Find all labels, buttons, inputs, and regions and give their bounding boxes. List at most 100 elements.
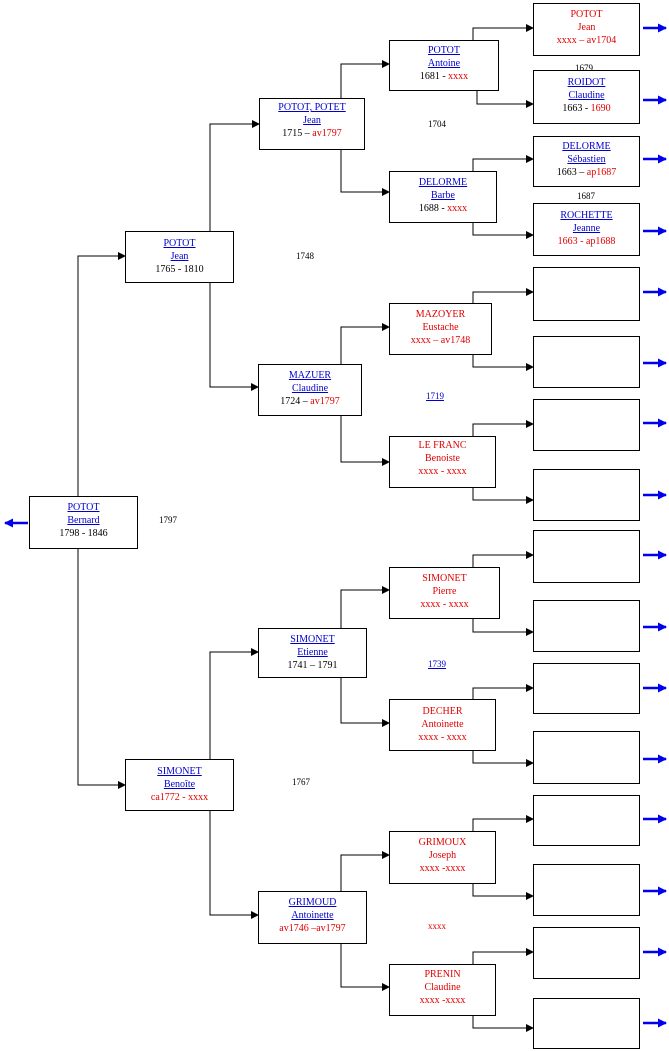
person-box-mother: SIMONET Benoîte ca1772 - xxxx <box>125 759 234 811</box>
person-surname-link[interactable]: POTOT <box>163 238 196 249</box>
person-box-mfm: DECHER Antoinette xxxx - xxxx <box>389 699 496 751</box>
connector <box>472 619 534 636</box>
marriage-year: 1704 <box>428 119 446 129</box>
person-given: Eustache <box>422 322 459 333</box>
person-box-g4-3: DELORME Sébastien 1663 – ap1687 <box>533 136 640 187</box>
person-surname-link[interactable]: ROIDOT <box>567 77 606 88</box>
empty-ancestor-box[interactable] <box>533 469 640 521</box>
person-box-mff: SIMONET Pierre xxxx - xxxx <box>389 567 500 619</box>
person-box-father: POTOT Jean 1765 - 1810 <box>125 231 234 283</box>
person-given: Claudine <box>424 982 461 993</box>
person-given-link[interactable]: Jean <box>303 115 321 126</box>
person-dates: 1663 – ap1687 <box>556 167 617 178</box>
person-box-maternal-grandmother: GRIMOUD Antoinette av1746 –av1797 <box>258 891 367 944</box>
person-dates: xxxx – av1748 <box>410 335 471 346</box>
person-dates: xxxx - xxxx <box>418 732 467 743</box>
connector <box>472 1016 534 1032</box>
empty-ancestor-box[interactable] <box>533 600 640 652</box>
connector <box>340 851 390 891</box>
person-surname-link[interactable]: POTOT <box>427 45 461 56</box>
person-surname-link[interactable]: SIMONET <box>290 634 335 645</box>
person-surname: MAZOYER <box>415 309 466 320</box>
person-dates: 1663 - ap1688 <box>557 236 616 247</box>
person-surname: PRENIN <box>424 969 461 980</box>
person-surname-link[interactable]: POTOT, POTET <box>278 102 346 113</box>
person-dates: xxxx -xxxx <box>419 995 466 1006</box>
connector <box>476 91 534 108</box>
connector <box>340 678 390 727</box>
person-given-link[interactable]: Jeanne <box>572 223 601 234</box>
connector <box>340 416 390 466</box>
person-dates: 1688 - xxxx <box>418 203 468 214</box>
empty-ancestor-box[interactable] <box>533 795 640 846</box>
person-given-link[interactable]: Benoîte <box>163 779 196 790</box>
connector <box>472 223 534 239</box>
person-given-link[interactable]: Antoinette <box>291 910 334 921</box>
person-dates: xxxx - xxxx <box>420 599 469 610</box>
person-dates: xxxx -xxxx <box>419 863 466 874</box>
empty-ancestor-box[interactable] <box>533 731 640 784</box>
person-given: Jean <box>577 22 596 33</box>
person-box-g4-2: ROIDOT Claudine 1663 - 1690 <box>533 70 640 124</box>
person-given-link[interactable]: Claudine <box>568 90 605 101</box>
marriage-year: 1797 <box>159 515 177 525</box>
connector <box>340 150 390 196</box>
person-box-root: POTOT Bernard 1798 - 1846 <box>29 496 138 549</box>
empty-ancestor-box[interactable] <box>533 399 640 451</box>
connector <box>472 355 534 371</box>
connector <box>340 586 390 628</box>
person-box-mmm: PRENIN Claudine xxxx -xxxx <box>389 964 496 1016</box>
connector <box>209 811 259 919</box>
empty-ancestor-box[interactable] <box>533 864 640 916</box>
person-given-link[interactable]: Sébastien <box>567 154 606 165</box>
empty-ancestor-box[interactable] <box>533 267 640 321</box>
person-dates: 1681 - xxxx <box>419 71 469 82</box>
person-box-ffm: DELORME Barbe 1688 - xxxx <box>389 171 497 223</box>
person-surname-link[interactable]: POTOT <box>67 502 100 513</box>
empty-ancestor-box[interactable] <box>533 998 640 1049</box>
person-given-link[interactable]: Antoine <box>427 58 461 69</box>
empty-ancestor-box[interactable] <box>533 530 640 583</box>
person-dates: av1746 –av1797 <box>279 923 346 934</box>
person-surname-link[interactable]: DELORME <box>562 141 611 152</box>
connector <box>472 24 534 40</box>
person-surname-link[interactable]: ROCHETTE <box>560 210 613 221</box>
person-given-link[interactable]: Bernard <box>67 515 100 526</box>
person-surname-link[interactable]: GRIMOUD <box>288 897 337 908</box>
person-dates: xxxx – av1704 <box>556 35 617 46</box>
person-given: Benoiste <box>425 453 460 464</box>
person-given: Antoinette <box>421 719 464 730</box>
person-box-mmf: GRIMOUX Joseph xxxx -xxxx <box>389 831 496 884</box>
person-given-link[interactable]: Jean <box>170 251 189 262</box>
empty-ancestor-box[interactable] <box>533 663 640 714</box>
person-dates: ca1772 - xxxx <box>150 792 209 803</box>
person-surname-link[interactable]: SIMONET <box>157 766 202 777</box>
connector <box>472 488 534 504</box>
person-dates: 1798 - 1846 <box>59 528 108 539</box>
person-box-paternal-grandfather: POTOT, POTET Jean 1715 – av1797 <box>259 98 365 150</box>
marriage-year-link[interactable]: 1739 <box>428 659 446 669</box>
person-given: Pierre <box>432 586 457 597</box>
empty-ancestor-box[interactable] <box>533 336 640 388</box>
person-dates: xxxx - xxxx <box>418 466 467 477</box>
person-box-paternal-grandmother: MAZUER Claudine 1724 – av1797 <box>258 364 362 416</box>
person-box-fmf: MAZOYER Eustache xxxx – av1748 <box>389 303 492 355</box>
empty-ancestor-box[interactable] <box>533 927 640 979</box>
connector <box>209 120 260 231</box>
person-surname-link[interactable]: DELORME <box>418 177 468 188</box>
person-given-link[interactable]: Etienne <box>297 647 328 658</box>
person-dates: 1715 – av1797 <box>282 128 342 139</box>
person-surname-link[interactable]: MAZUER <box>288 370 332 381</box>
connector <box>472 815 534 831</box>
connector <box>472 948 534 964</box>
person-box-g4-4: ROCHETTE Jeanne 1663 - ap1688 <box>533 203 640 256</box>
person-given-link[interactable]: Claudine <box>291 383 329 394</box>
connector <box>472 551 534 567</box>
person-box-fff: POTOT Antoine 1681 - xxxx <box>389 40 499 91</box>
marriage-year-link[interactable]: 1719 <box>426 391 444 401</box>
marriage-year: 1748 <box>296 251 314 261</box>
person-given-link[interactable]: Barbe <box>431 190 455 201</box>
connector <box>209 648 259 759</box>
person-given: Joseph <box>428 850 457 861</box>
